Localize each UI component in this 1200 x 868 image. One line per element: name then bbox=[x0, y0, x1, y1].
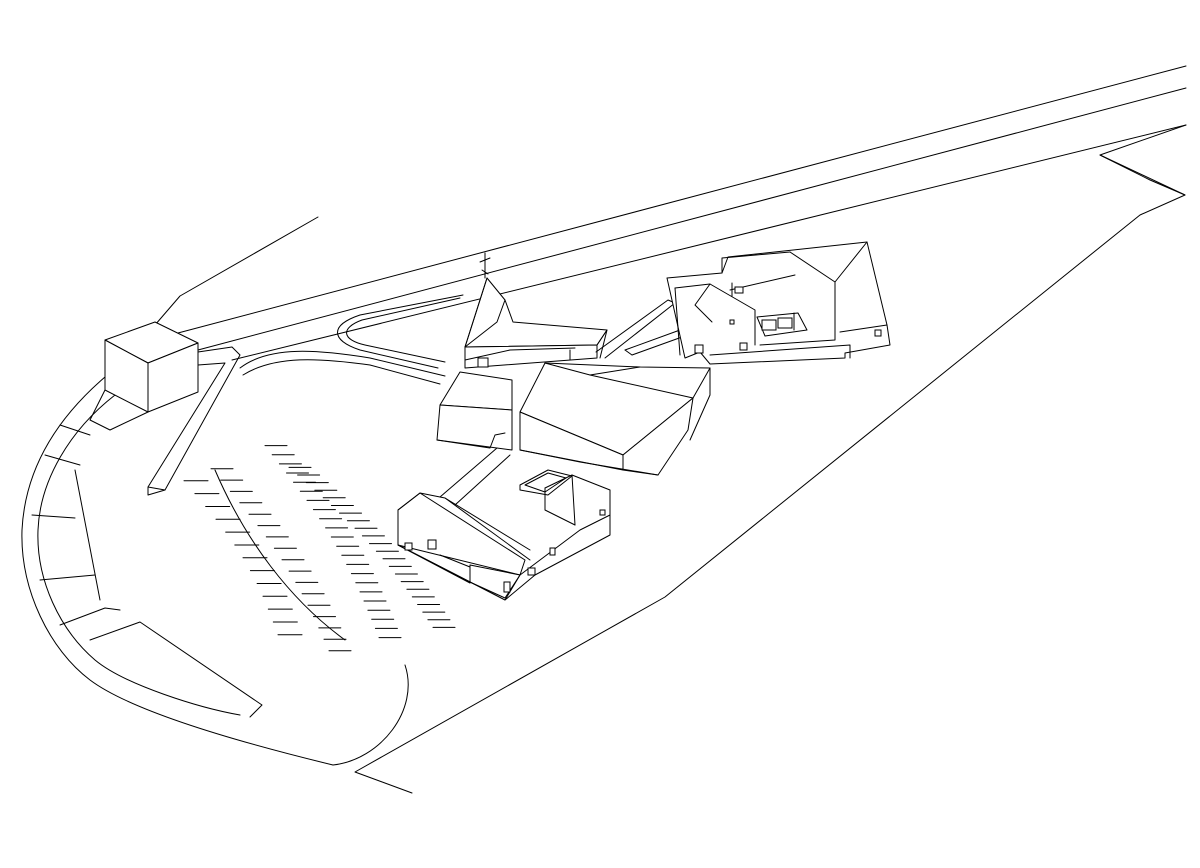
upper-left-path bbox=[154, 216, 319, 326]
lower-link bbox=[439, 447, 511, 506]
connector-block bbox=[436, 371, 513, 451]
cross-icon bbox=[479, 252, 491, 279]
lower-building bbox=[397, 469, 611, 601]
gatehouse-building bbox=[89, 321, 199, 431]
covered-walk bbox=[595, 299, 683, 359]
parking-lot bbox=[183, 445, 456, 766]
curved-walkway bbox=[239, 294, 464, 385]
courtyard-building bbox=[666, 241, 891, 365]
left-terrace bbox=[21, 376, 334, 766]
ramp bbox=[147, 346, 241, 496]
parking-stripes bbox=[183, 445, 456, 652]
church-building bbox=[464, 277, 608, 369]
large-hall-building bbox=[519, 362, 711, 476]
courtyard-frame bbox=[756, 312, 808, 337]
main-road bbox=[177, 65, 1187, 361]
site-boundary bbox=[354, 154, 1186, 794]
